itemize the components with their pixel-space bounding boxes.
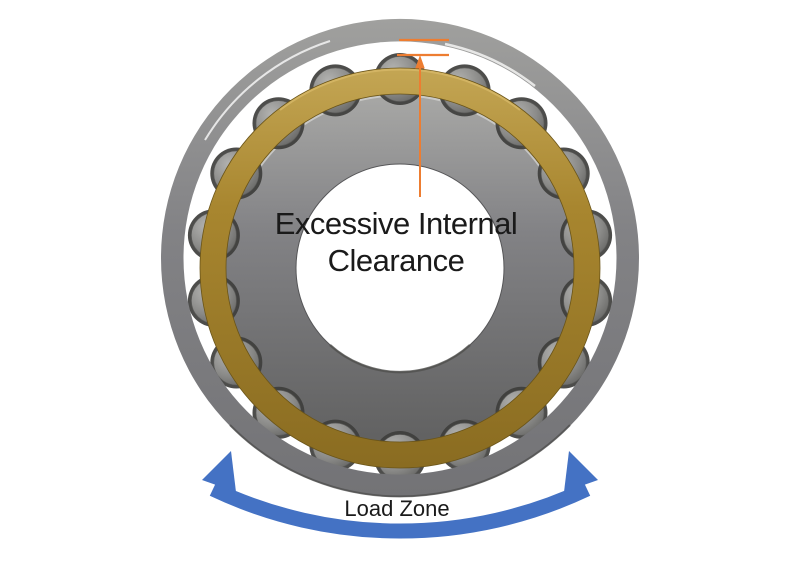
dimension-arrowhead-icon [415, 55, 425, 69]
clearance-label-line1: Excessive Internal [274, 206, 518, 241]
clearance-label-line2: Clearance [327, 243, 465, 278]
dimension-arrow-icon [397, 38, 449, 197]
load-zone-arrowhead-left [202, 451, 236, 492]
load-zone-arc [209, 482, 591, 539]
bore-bottom-shadow [329, 344, 471, 374]
outer-ring-topleft-specular [204, 40, 331, 141]
clearance-label: Excessive Internal Clearance [241, 205, 551, 279]
cage-top-highlight [279, 68, 521, 111]
load-zone-arrow-icon [202, 451, 598, 539]
load-zone-label: Load Zone [344, 496, 450, 521]
outer-ring-topright-specular [444, 42, 536, 87]
outer-ring-bottom-shadow [229, 424, 571, 498]
cage-ring [199, 67, 601, 469]
load-zone-arrowhead-right [564, 451, 598, 492]
